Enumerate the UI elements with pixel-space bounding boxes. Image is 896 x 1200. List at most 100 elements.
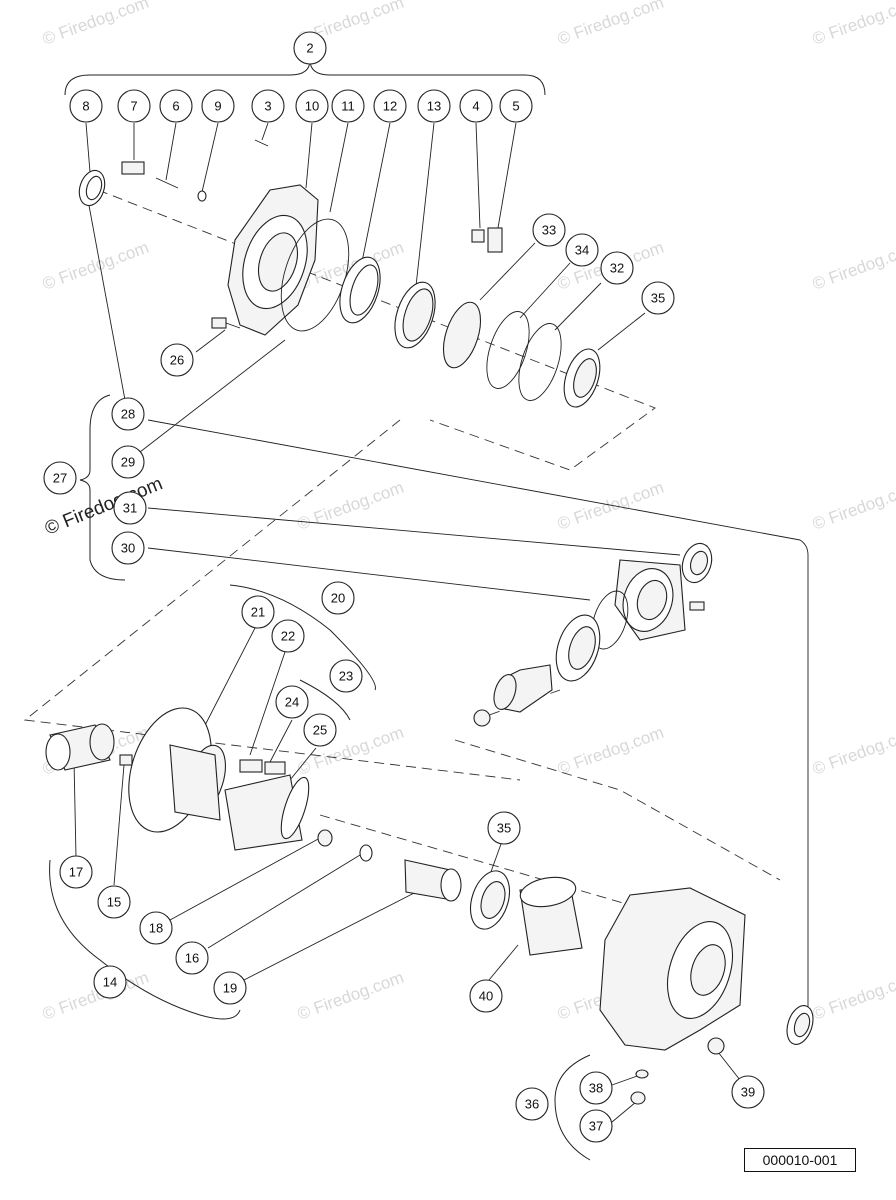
flange-31 <box>614 559 686 641</box>
callout-label: 19 <box>223 981 237 996</box>
callout-4: 4 <box>459 89 493 123</box>
leader-18 <box>169 837 321 921</box>
ring-32 <box>518 323 562 401</box>
callout-label: 23 <box>339 669 353 684</box>
plug-39 <box>707 1037 725 1055</box>
callout-6: 6 <box>159 89 193 123</box>
callout-2: 2 <box>293 31 327 65</box>
callout-label: 12 <box>383 99 397 114</box>
callout-22: 22 <box>271 619 305 653</box>
leader-lines <box>73 122 809 1123</box>
bolt-37 <box>630 1091 646 1105</box>
callout-label: 9 <box>214 99 221 114</box>
leader-6 <box>165 122 177 181</box>
callout-33: 33 <box>532 213 566 247</box>
callout-label: 38 <box>589 1081 603 1096</box>
callout-3: 3 <box>251 89 285 123</box>
callout-label: 35 <box>497 821 511 836</box>
leader-24 <box>269 719 293 763</box>
callout-label: 20 <box>331 591 345 606</box>
leader-32 <box>554 282 602 331</box>
callout-35-lower: 35 <box>487 811 521 845</box>
callout-29: 29 <box>111 445 145 479</box>
callout-label: 26 <box>170 353 184 368</box>
callout-label: 39 <box>741 1085 755 1100</box>
callout-13: 13 <box>417 89 451 123</box>
callout-23: 23 <box>329 659 363 693</box>
callouts: 2 8 7 6 9 3 10 11 12 13 4 5 33 34 32 35 … <box>43 31 765 1143</box>
part-4 <box>471 229 485 243</box>
leader-25 <box>289 747 317 781</box>
axis-line-upper <box>97 189 656 471</box>
part-24 <box>264 761 286 775</box>
axis-line-middle <box>23 419 521 781</box>
callout-label: 13 <box>427 99 441 114</box>
callout-label: 7 <box>130 99 137 114</box>
callout-label: 10 <box>305 99 319 114</box>
bolt-26 <box>211 317 241 329</box>
oil-seal-upper-right <box>681 542 713 584</box>
leader-10 <box>305 122 313 189</box>
callout-label: 31 <box>123 501 137 516</box>
callout-label: 34 <box>575 243 589 258</box>
axis-line-lower <box>454 739 781 881</box>
leader-28-a <box>87 199 126 401</box>
callout-39: 39 <box>731 1075 765 1109</box>
callout-label: 33 <box>542 223 556 238</box>
assembly-lines <box>23 189 781 906</box>
callout-18: 18 <box>139 911 173 945</box>
callout-label: 21 <box>251 605 265 620</box>
parts <box>45 139 814 1105</box>
callout-9: 9 <box>201 89 235 123</box>
callout-7: 7 <box>117 89 151 123</box>
pinion-gear <box>493 664 553 713</box>
callout-label: 32 <box>610 261 624 276</box>
callout-10: 10 <box>295 89 329 123</box>
leader-5 <box>497 122 517 229</box>
group-braces <box>49 59 591 1161</box>
leader-35a <box>597 312 646 351</box>
cage-25 <box>224 774 310 851</box>
callout-27: 27 <box>43 461 77 495</box>
leader-34 <box>519 262 571 319</box>
ring-gear-21 <box>128 707 226 833</box>
callout-label: 16 <box>185 951 199 966</box>
oil-seal-lower-right <box>786 1005 814 1045</box>
leader-26 <box>195 329 226 353</box>
part-7 <box>121 161 145 175</box>
sleeve-19 <box>404 859 462 902</box>
leader-40 <box>488 944 519 981</box>
callout-8: 8 <box>69 89 103 123</box>
leader-19 <box>243 889 421 981</box>
watermark-text: © Firedog.com <box>555 0 666 49</box>
callout-40: 40 <box>469 979 503 1013</box>
leader-39 <box>717 1051 741 1081</box>
callout-label: 37 <box>589 1119 603 1134</box>
watermark-text: © Firedog.com <box>555 478 666 534</box>
leader-38 <box>611 1074 641 1086</box>
ring-12 <box>339 256 381 324</box>
callout-12: 12 <box>373 89 407 123</box>
callout-36: 36 <box>515 1087 549 1121</box>
callout-label: 3 <box>264 99 271 114</box>
ring-34 <box>486 311 530 389</box>
watermark-text: © Firedog.com <box>810 238 896 294</box>
leader-13 <box>415 122 435 287</box>
callout-label: 40 <box>479 989 493 1004</box>
brace-group-14 <box>49 859 241 1020</box>
callout-label: 6 <box>172 99 179 114</box>
callout-label: 4 <box>472 99 479 114</box>
callout-label: 24 <box>285 695 299 710</box>
callout-17: 17 <box>59 855 93 889</box>
callout-label: 11 <box>341 99 355 114</box>
callout-19: 19 <box>213 971 247 1005</box>
leader-16 <box>207 854 361 949</box>
leader-30 <box>147 547 591 601</box>
leader-22 <box>249 651 286 756</box>
callout-11: 11 <box>331 89 365 123</box>
watermark-text: © Firedog.com <box>40 238 151 294</box>
callout-15: 15 <box>97 885 131 919</box>
leader-15 <box>113 764 125 886</box>
o-ring-30 <box>591 590 629 650</box>
